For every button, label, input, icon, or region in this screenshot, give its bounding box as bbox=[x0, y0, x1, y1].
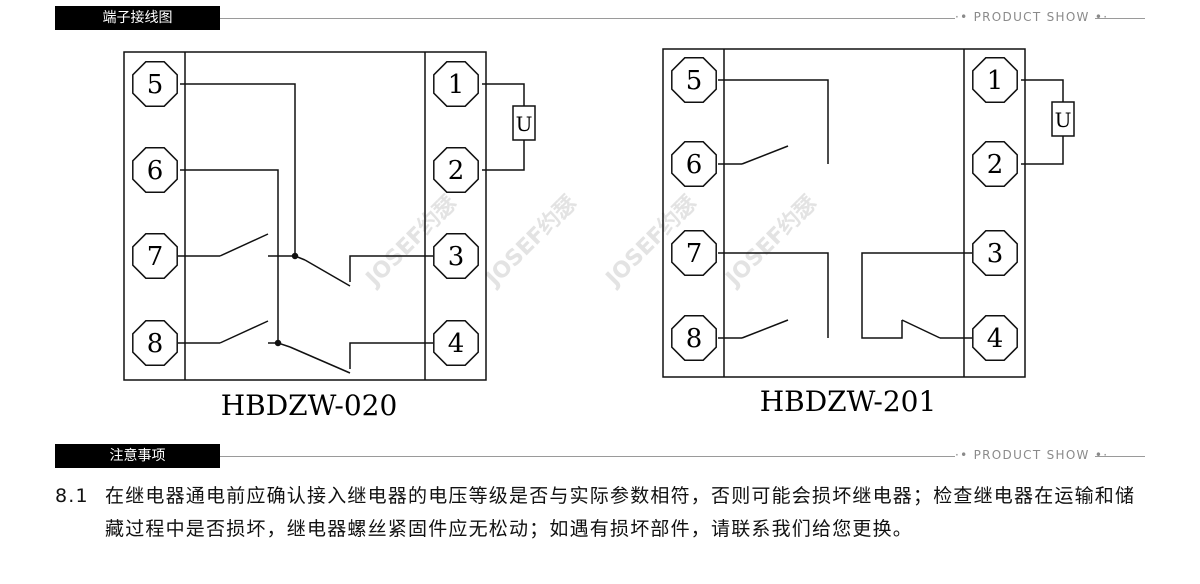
diagram-hbdzw-020 bbox=[123, 51, 536, 381]
terminal-number-6: 6 bbox=[686, 150, 703, 180]
terminal-3 bbox=[433, 233, 479, 279]
terminal-number-6: 6 bbox=[147, 156, 164, 186]
coil-label: U bbox=[516, 112, 533, 136]
section-divider bbox=[220, 18, 955, 19]
terminal-number-8: 8 bbox=[686, 324, 703, 354]
section-header-wiring: 端子接线图 ·• PRODUCT SHOW •· bbox=[55, 6, 1145, 30]
terminal-number-4: 4 bbox=[987, 324, 1004, 354]
terminal-number-1: 1 bbox=[987, 66, 1004, 96]
coil-wiring bbox=[482, 83, 536, 171]
diagram-hbdzw-201 bbox=[662, 48, 1075, 378]
section-divider bbox=[1095, 18, 1145, 19]
terminals-hbdzw-201: 5 6 7 8 1 2 3 4 bbox=[671, 57, 1018, 361]
terminal-1 bbox=[972, 57, 1018, 103]
coil-label: U bbox=[1055, 108, 1072, 132]
contact-blade bbox=[304, 259, 351, 287]
contact-wiring bbox=[178, 83, 433, 374]
contact-blade bbox=[219, 233, 269, 257]
note-number: 8.1 bbox=[55, 485, 89, 507]
terminal-6 bbox=[132, 147, 178, 193]
terminal-7 bbox=[671, 230, 717, 276]
watermark-layer: JOSEF约瑟 JOSEF约瑟 JOSEF约瑟 JOSEF约瑟 bbox=[359, 190, 821, 292]
section-divider bbox=[1095, 456, 1145, 457]
relay-outline bbox=[662, 48, 1026, 378]
terminal-number-8: 8 bbox=[147, 329, 164, 359]
model-label: HBDZW-201 bbox=[760, 385, 937, 418]
terminal-number-7: 7 bbox=[147, 242, 164, 272]
terminal-3 bbox=[972, 230, 1018, 276]
contact-blade bbox=[741, 319, 789, 339]
coil-box bbox=[1051, 101, 1075, 137]
terminal-2 bbox=[972, 141, 1018, 187]
section-title-notes: 注意事项 bbox=[55, 444, 220, 468]
section-divider bbox=[220, 456, 955, 457]
terminal-number-1: 1 bbox=[448, 70, 465, 100]
terminal-number-2: 2 bbox=[448, 156, 465, 186]
terminal-6 bbox=[671, 141, 717, 187]
contact-blade bbox=[219, 320, 269, 344]
wiring-diagrams: JOSEF约瑟 JOSEF约瑟 JOSEF约瑟 JOSEF约瑟 bbox=[123, 48, 1075, 422]
watermark: JOSEF约瑟 bbox=[479, 190, 581, 292]
section-tagline: ·• PRODUCT SHOW •· bbox=[955, 448, 1109, 462]
coil-box bbox=[512, 105, 536, 141]
terminal-7 bbox=[132, 233, 178, 279]
terminal-4 bbox=[433, 320, 479, 366]
section-header-notes: 注意事项 ·• PRODUCT SHOW •· bbox=[55, 444, 1145, 468]
terminal-8 bbox=[132, 320, 178, 366]
terminal-8 bbox=[671, 315, 717, 361]
model-label: HBDZW-020 bbox=[221, 389, 398, 422]
terminal-number-5: 5 bbox=[147, 70, 164, 100]
contact-blade bbox=[741, 145, 789, 165]
terminal-2 bbox=[433, 147, 479, 193]
contact-wiring bbox=[718, 79, 972, 339]
terminal-number-7: 7 bbox=[686, 239, 703, 269]
notes-list: 8.1 在继电器通电前应确认接入继电器的电压等级是否与实际参数相符，否则可能会损… bbox=[55, 480, 1155, 546]
section-tagline: ·• PRODUCT SHOW •· bbox=[955, 10, 1109, 24]
terminal-number-2: 2 bbox=[987, 150, 1004, 180]
terminal-5 bbox=[132, 61, 178, 107]
section-title-wiring: 端子接线图 bbox=[55, 6, 220, 30]
note-text: 在继电器通电前应确认接入继电器的电压等级是否与实际参数相符，否则可能会损坏继电器… bbox=[105, 485, 1136, 540]
coil-wiring bbox=[1021, 79, 1075, 165]
contact-blade bbox=[289, 346, 351, 374]
terminal-5 bbox=[671, 57, 717, 103]
relay-outline bbox=[123, 51, 487, 381]
contact-blade bbox=[901, 319, 941, 339]
note-item: 8.1 在继电器通电前应确认接入继电器的电压等级是否与实际参数相符，否则可能会损… bbox=[55, 480, 1155, 546]
terminal-number-3: 3 bbox=[448, 242, 465, 272]
terminal-1 bbox=[433, 61, 479, 107]
terminal-4 bbox=[972, 315, 1018, 361]
terminal-number-3: 3 bbox=[987, 239, 1004, 269]
terminal-number-5: 5 bbox=[686, 66, 703, 96]
terminals-hbdzw-020: 5 6 7 8 1 2 3 4 bbox=[132, 61, 479, 366]
watermark: JOSEF约瑟 bbox=[719, 190, 821, 292]
terminal-number-4: 4 bbox=[448, 329, 465, 359]
